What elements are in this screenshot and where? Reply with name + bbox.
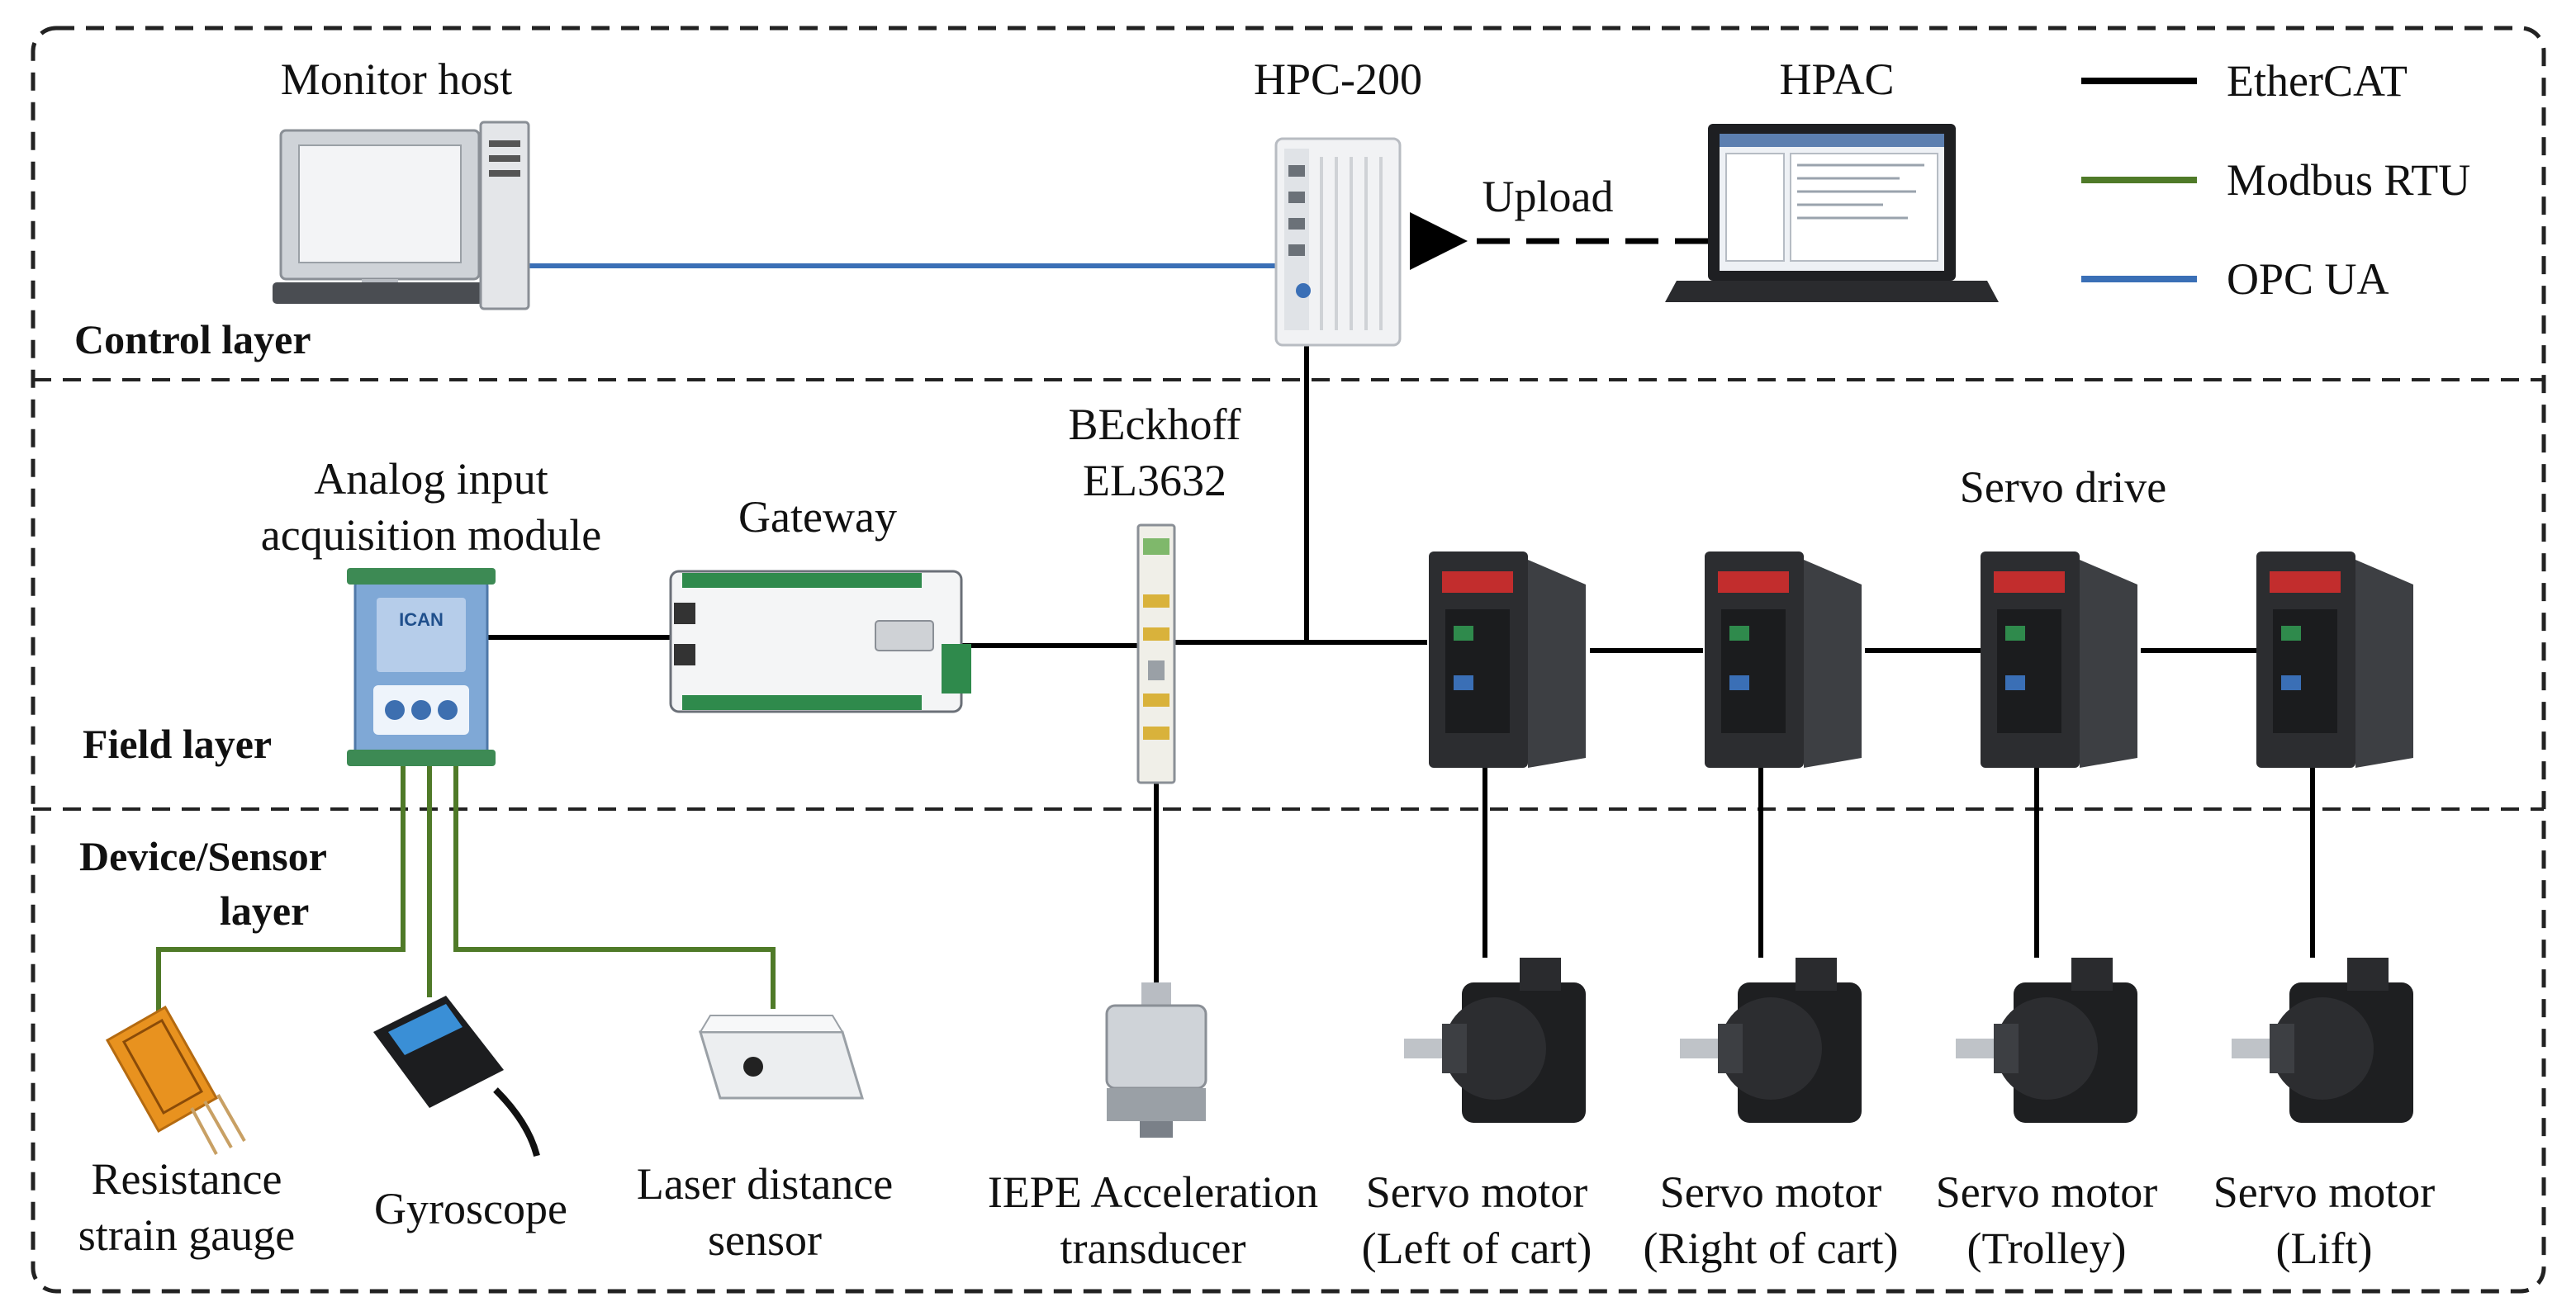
servo-motor-3-icon xyxy=(1956,958,2137,1123)
layer-label-device-line1: Device/Sensor xyxy=(79,833,327,879)
layer-label-field: Field layer xyxy=(83,721,273,767)
servo-motor-1-label: Servo motor (Left of cart) xyxy=(1362,1164,1592,1276)
gyroscope-icon xyxy=(373,996,540,1157)
servo-motor-1-icon xyxy=(1404,958,1586,1123)
servo-motor-2-label-line2: (Right of cart) xyxy=(1643,1224,1899,1273)
servo-drive-1-icon xyxy=(1429,551,1586,768)
servo-motor-2-icon xyxy=(1680,958,1862,1123)
servo-motor-1-label-line2: (Left of cart) xyxy=(1361,1224,1592,1273)
hpc-200-label: HPC-200 xyxy=(1253,54,1423,104)
servo-motor-4-label-line1: Servo motor xyxy=(2213,1167,2436,1217)
beckhoff-el3632-icon xyxy=(1136,523,1176,784)
servo-motor-2-label: Servo motor (Right of cart) xyxy=(1644,1164,1899,1276)
gateway-icon xyxy=(669,570,971,713)
hpc-200-icon xyxy=(1274,137,1402,347)
beckhoff-label-line2: EL3632 xyxy=(1083,456,1226,505)
monitor-host-icon xyxy=(273,121,530,310)
servo-motor-3-label: Servo motor (Trolley) xyxy=(1936,1164,2157,1276)
servo-drive-4-icon xyxy=(2256,551,2413,768)
beckhoff-label-line1: BEckhoff xyxy=(1068,400,1241,449)
servo-drive-3-icon xyxy=(1981,551,2137,768)
beckhoff-label: BEckhoff EL3632 xyxy=(1069,396,1241,509)
monitor-host-label: Monitor host xyxy=(280,54,513,104)
analog-module-brand: ICAN xyxy=(399,609,444,630)
modbus-laser-link xyxy=(453,758,776,1009)
modbus-strain-link xyxy=(156,758,406,1015)
servo-motor-2-label-line1: Servo motor xyxy=(1659,1167,1882,1217)
servo-motor-4-label: Servo motor (Lift) xyxy=(2213,1164,2435,1276)
iepe-label-line2: transducer xyxy=(1060,1224,1246,1273)
servo-motor-3-label-line1: Servo motor xyxy=(1935,1167,2158,1217)
analog-module-label-line1: Analog input xyxy=(314,454,548,504)
gateway-label: Gateway xyxy=(738,492,897,542)
servo-motor-1-label-line1: Servo motor xyxy=(1365,1167,1588,1217)
hpac-label: HPAC xyxy=(1779,54,1895,104)
legend-opcua: OPC UA xyxy=(2227,254,2389,304)
upload-label: Upload xyxy=(1482,172,1614,221)
layer-label-control: Control layer xyxy=(74,316,311,362)
servo-motor-4-icon xyxy=(2232,958,2413,1123)
iepe-label: IEPE Acceleration transducer xyxy=(988,1164,1318,1276)
laser-sensor-label-line1: Laser distance xyxy=(636,1159,894,1209)
strain-gauge-icon xyxy=(105,1005,246,1155)
laser-sensor-label: Laser distance sensor xyxy=(637,1156,893,1268)
layer-label-device: Device/Sensor layer xyxy=(79,829,327,938)
servo-drive-label: Servo drive xyxy=(1959,462,2167,512)
gyroscope-label: Gyroscope xyxy=(374,1184,567,1233)
analog-module-icon xyxy=(347,568,496,766)
strain-gauge-label-line1: Resistance xyxy=(91,1154,282,1204)
servo-motor-4-label-line2: (Lift) xyxy=(2275,1224,2373,1273)
legend-modbus: Modbus RTU xyxy=(2227,155,2471,205)
analog-module-label-line2: acquisition module xyxy=(260,510,602,560)
layer-label-device-line2: layer xyxy=(220,888,310,934)
servo-motor-3-label-line2: (Trolley) xyxy=(1966,1224,2127,1273)
servo-drive-2-icon xyxy=(1705,551,1862,768)
hpac-laptop-icon xyxy=(1665,124,1999,302)
analog-module-label: Analog input acquisition module xyxy=(261,451,601,563)
iepe-transducer-icon xyxy=(1105,982,1207,1138)
laser-sensor-icon xyxy=(698,1015,865,1100)
strain-gauge-label: Resistance strain gauge xyxy=(78,1151,295,1263)
legend-ethercat: EtherCAT xyxy=(2227,56,2408,106)
strain-gauge-label-line2: strain gauge xyxy=(78,1210,296,1260)
outer-frame xyxy=(31,26,2546,1294)
laser-sensor-label-line2: sensor xyxy=(708,1215,822,1265)
iepe-label-line1: IEPE Acceleration xyxy=(987,1167,1319,1217)
